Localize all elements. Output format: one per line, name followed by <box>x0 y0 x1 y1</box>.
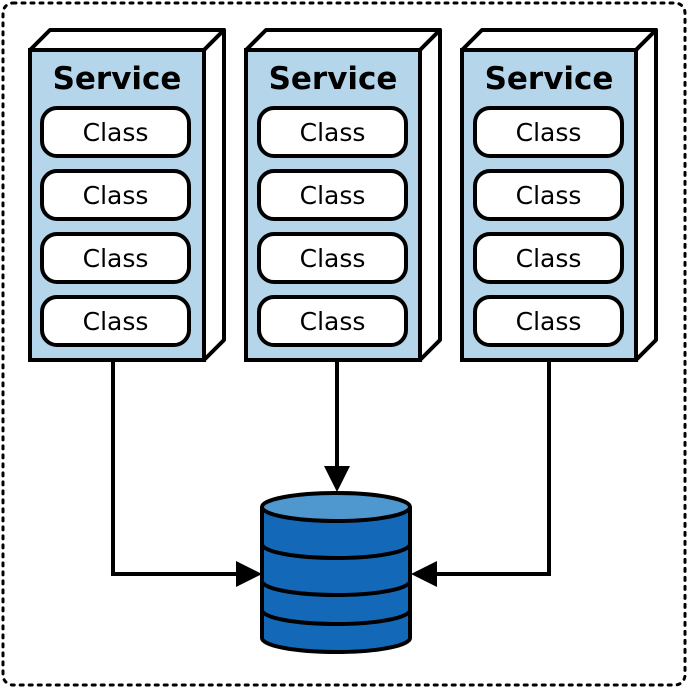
service-block-2: Service Class Class Class Class <box>244 28 442 362</box>
class-box <box>473 295 624 347</box>
class-label: Class <box>516 244 582 273</box>
service-box-side-face <box>202 28 226 362</box>
database-layer-line <box>260 609 412 626</box>
class-label: Class <box>83 181 149 210</box>
service-box-top-face <box>28 28 226 52</box>
service-block-3: Service Class Class Class Class <box>460 28 658 362</box>
class-box <box>40 232 191 284</box>
class-box <box>257 232 408 284</box>
class-box <box>40 169 191 221</box>
service-title: Service <box>269 61 398 97</box>
class-label: Class <box>83 307 149 336</box>
class-box <box>473 232 624 284</box>
class-label: Class <box>83 244 149 273</box>
database-body <box>260 507 412 654</box>
class-label: Class <box>300 244 366 273</box>
class-label: Class <box>83 118 149 147</box>
connector-service-1-to-database <box>111 362 240 576</box>
class-box <box>40 106 191 158</box>
arrowhead-icon <box>236 561 262 587</box>
service-block-1: Service Class Class Class Class <box>28 28 226 362</box>
class-box <box>257 169 408 221</box>
class-label: Class <box>516 181 582 210</box>
class-box <box>473 106 624 158</box>
class-label: Class <box>516 307 582 336</box>
service-box-top-face <box>460 28 658 52</box>
class-label: Class <box>300 118 366 147</box>
class-box <box>257 106 408 158</box>
database-layer-line <box>260 580 412 597</box>
class-box <box>473 169 624 221</box>
service-box-side-face <box>634 28 658 362</box>
class-box <box>40 295 191 347</box>
class-label: Class <box>516 118 582 147</box>
connector-service-3-to-database <box>434 362 551 576</box>
arrowhead-icon <box>411 561 437 587</box>
service-box-top-face <box>244 28 442 52</box>
service-title: Service <box>53 61 182 97</box>
database-top <box>260 491 412 523</box>
class-label: Class <box>300 307 366 336</box>
class-label: Class <box>300 181 366 210</box>
service-box-side-face <box>418 28 442 362</box>
database-layer-line <box>260 543 412 560</box>
service-title: Service <box>485 61 614 97</box>
database-cylinder-icon <box>260 491 412 654</box>
class-box <box>257 295 408 347</box>
arrowhead-icon <box>324 466 350 492</box>
